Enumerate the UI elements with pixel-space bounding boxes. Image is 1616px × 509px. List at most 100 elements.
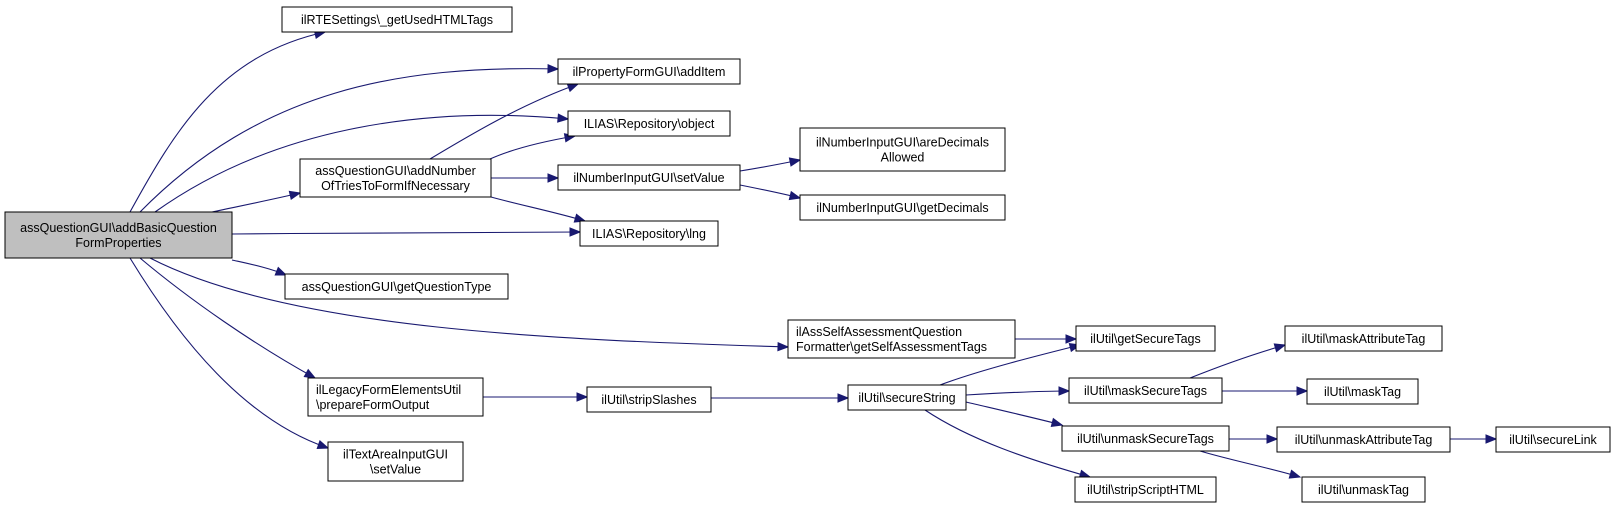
edge-root-to-n12 — [129, 257, 330, 449]
node-label: assQuestionGUI\addNumber — [315, 164, 476, 178]
node-n23[interactable]: ilUtil\secureLink — [1495, 426, 1611, 453]
node-n11[interactable]: ilLegacyFormElementsUtil\prepareFormOutp… — [307, 377, 484, 417]
edge-n16-to-n19 — [1189, 343, 1287, 379]
node-n8[interactable]: ilNumberInputGUI\getDecimals — [799, 194, 1006, 221]
arrowhead — [1273, 343, 1287, 353]
node-label: Allowed — [881, 151, 925, 165]
arrowhead — [1050, 417, 1064, 427]
edge-root-to-n6 — [231, 227, 582, 237]
node-box — [557, 164, 741, 191]
node-label: ilPropertyFormGUI\addItem — [573, 65, 726, 79]
node-n3[interactable]: ilPropertyFormGUI\addItem — [557, 58, 741, 85]
node-root[interactable]: assQuestionGUI\addBasicQuestionFormPrope… — [4, 211, 233, 259]
arrowhead — [569, 227, 582, 237]
edge-n2-to-n4 — [489, 133, 577, 160]
node-box — [1075, 325, 1216, 352]
node-n2[interactable]: assQuestionGUI\addNumberOfTriesToFormIfN… — [299, 158, 492, 198]
node-n15[interactable]: ilUtil\getSecureTags — [1075, 325, 1216, 352]
edge-line — [490, 196, 586, 222]
node-box — [1301, 476, 1426, 503]
arrowhead — [288, 190, 302, 200]
node-n14[interactable]: ilUtil\secureString — [847, 384, 967, 411]
edge-n2-to-n3 — [429, 83, 580, 160]
node-n12[interactable]: ilTextAreaInputGUI\setValue — [327, 441, 464, 482]
node-label: \prepareFormOutput — [316, 398, 430, 412]
node-n10[interactable]: ilAssSelfAssessmentQuestionFormatter\get… — [787, 319, 1016, 359]
node-n6[interactable]: ILIAS\Repository\lng — [579, 220, 719, 247]
node-label: ilUtil\getSecureTags — [1090, 332, 1200, 346]
arrowhead — [566, 83, 580, 93]
arrowhead — [837, 393, 850, 403]
arrowhead — [547, 64, 560, 74]
node-box — [4, 211, 233, 259]
node-n13[interactable]: ilUtil\stripSlashes — [586, 386, 712, 413]
node-n4[interactable]: ILIAS\Repository\object — [567, 110, 731, 137]
node-n19[interactable]: ilUtil\maskAttributeTag — [1284, 325, 1443, 352]
edge-n17-to-n22 — [1199, 450, 1302, 479]
edge-n10-to-n15 — [1015, 334, 1078, 344]
edge-root-to-n10 — [149, 257, 790, 352]
node-box — [579, 220, 719, 247]
arrowhead — [788, 157, 802, 167]
edge-line — [965, 390, 1070, 396]
arrowhead — [274, 266, 288, 276]
node-n20[interactable]: ilUtil\maskTag — [1306, 378, 1419, 405]
node-box — [284, 273, 509, 300]
node-box — [327, 441, 464, 482]
edge-line — [231, 231, 581, 235]
edge-line — [129, 257, 329, 449]
node-label: ilNumberInputGUI\areDecimals — [816, 136, 989, 150]
node-box — [307, 377, 484, 417]
node-box — [281, 6, 513, 33]
node-box — [799, 194, 1006, 221]
node-label: OfTriesToFormIfNecessary — [321, 179, 471, 193]
arrowhead — [788, 190, 802, 201]
arrowhead — [1065, 334, 1078, 344]
node-n17[interactable]: ilUtil\unmaskSecureTags — [1061, 425, 1230, 452]
node-box — [799, 127, 1006, 172]
node-label: assQuestionGUI\getQuestionType — [302, 280, 492, 294]
node-n16[interactable]: ilUtil\maskSecureTags — [1068, 377, 1223, 404]
node-box — [1284, 325, 1443, 352]
node-label: assQuestionGUI\addBasicQuestion — [20, 221, 217, 235]
node-label: ilUtil\secureLink — [1509, 433, 1597, 447]
edge-root-to-n3 — [139, 64, 560, 213]
node-n22[interactable]: ilUtil\unmaskTag — [1301, 476, 1426, 503]
edge-root-to-n2 — [211, 190, 302, 213]
arrowhead — [576, 392, 589, 402]
edge-line — [924, 409, 1091, 478]
edge-line — [139, 68, 559, 213]
edge-root-to-n1 — [129, 29, 327, 213]
node-box — [1276, 426, 1451, 453]
node-label: ilNumberInputGUI\getDecimals — [816, 201, 988, 215]
edge-n21-to-n23 — [1450, 434, 1498, 444]
edge-n14-to-n16 — [965, 386, 1071, 396]
node-label: ilUtil\unmaskTag — [1318, 483, 1409, 497]
node-n9[interactable]: assQuestionGUI\getQuestionType — [284, 273, 509, 300]
node-n1[interactable]: ilRTESettings\_getUsedHTMLTags — [281, 6, 513, 33]
arrowhead — [777, 341, 790, 352]
node-label: ilLegacyFormElementsUtil — [316, 383, 461, 397]
node-n5[interactable]: ilNumberInputGUI\setValue — [557, 164, 741, 191]
node-box — [1068, 377, 1223, 404]
edge-line — [489, 135, 576, 160]
node-label: ilUtil\stripSlashes — [601, 393, 696, 407]
node-label: FormProperties — [75, 236, 161, 250]
edge-n5-to-n8 — [739, 184, 802, 201]
arrowhead — [1266, 434, 1279, 444]
node-n18[interactable]: ilUtil\stripScriptHTML — [1074, 476, 1217, 503]
node-n21[interactable]: ilUtil\unmaskAttributeTag — [1276, 426, 1451, 453]
node-box — [1074, 476, 1217, 503]
arrowhead — [547, 173, 560, 183]
edge-root-to-n9 — [231, 259, 288, 276]
edge-n13-to-n14 — [711, 393, 850, 403]
edge-n16-to-n20 — [1222, 386, 1309, 396]
arrowhead — [316, 440, 330, 449]
node-label: ilUtil\maskAttributeTag — [1302, 332, 1426, 346]
node-label: ilUtil\stripScriptHTML — [1087, 483, 1204, 497]
node-label: ilUtil\secureString — [858, 391, 955, 405]
edge-line — [129, 31, 326, 213]
edge-n14-to-n17 — [965, 401, 1064, 427]
